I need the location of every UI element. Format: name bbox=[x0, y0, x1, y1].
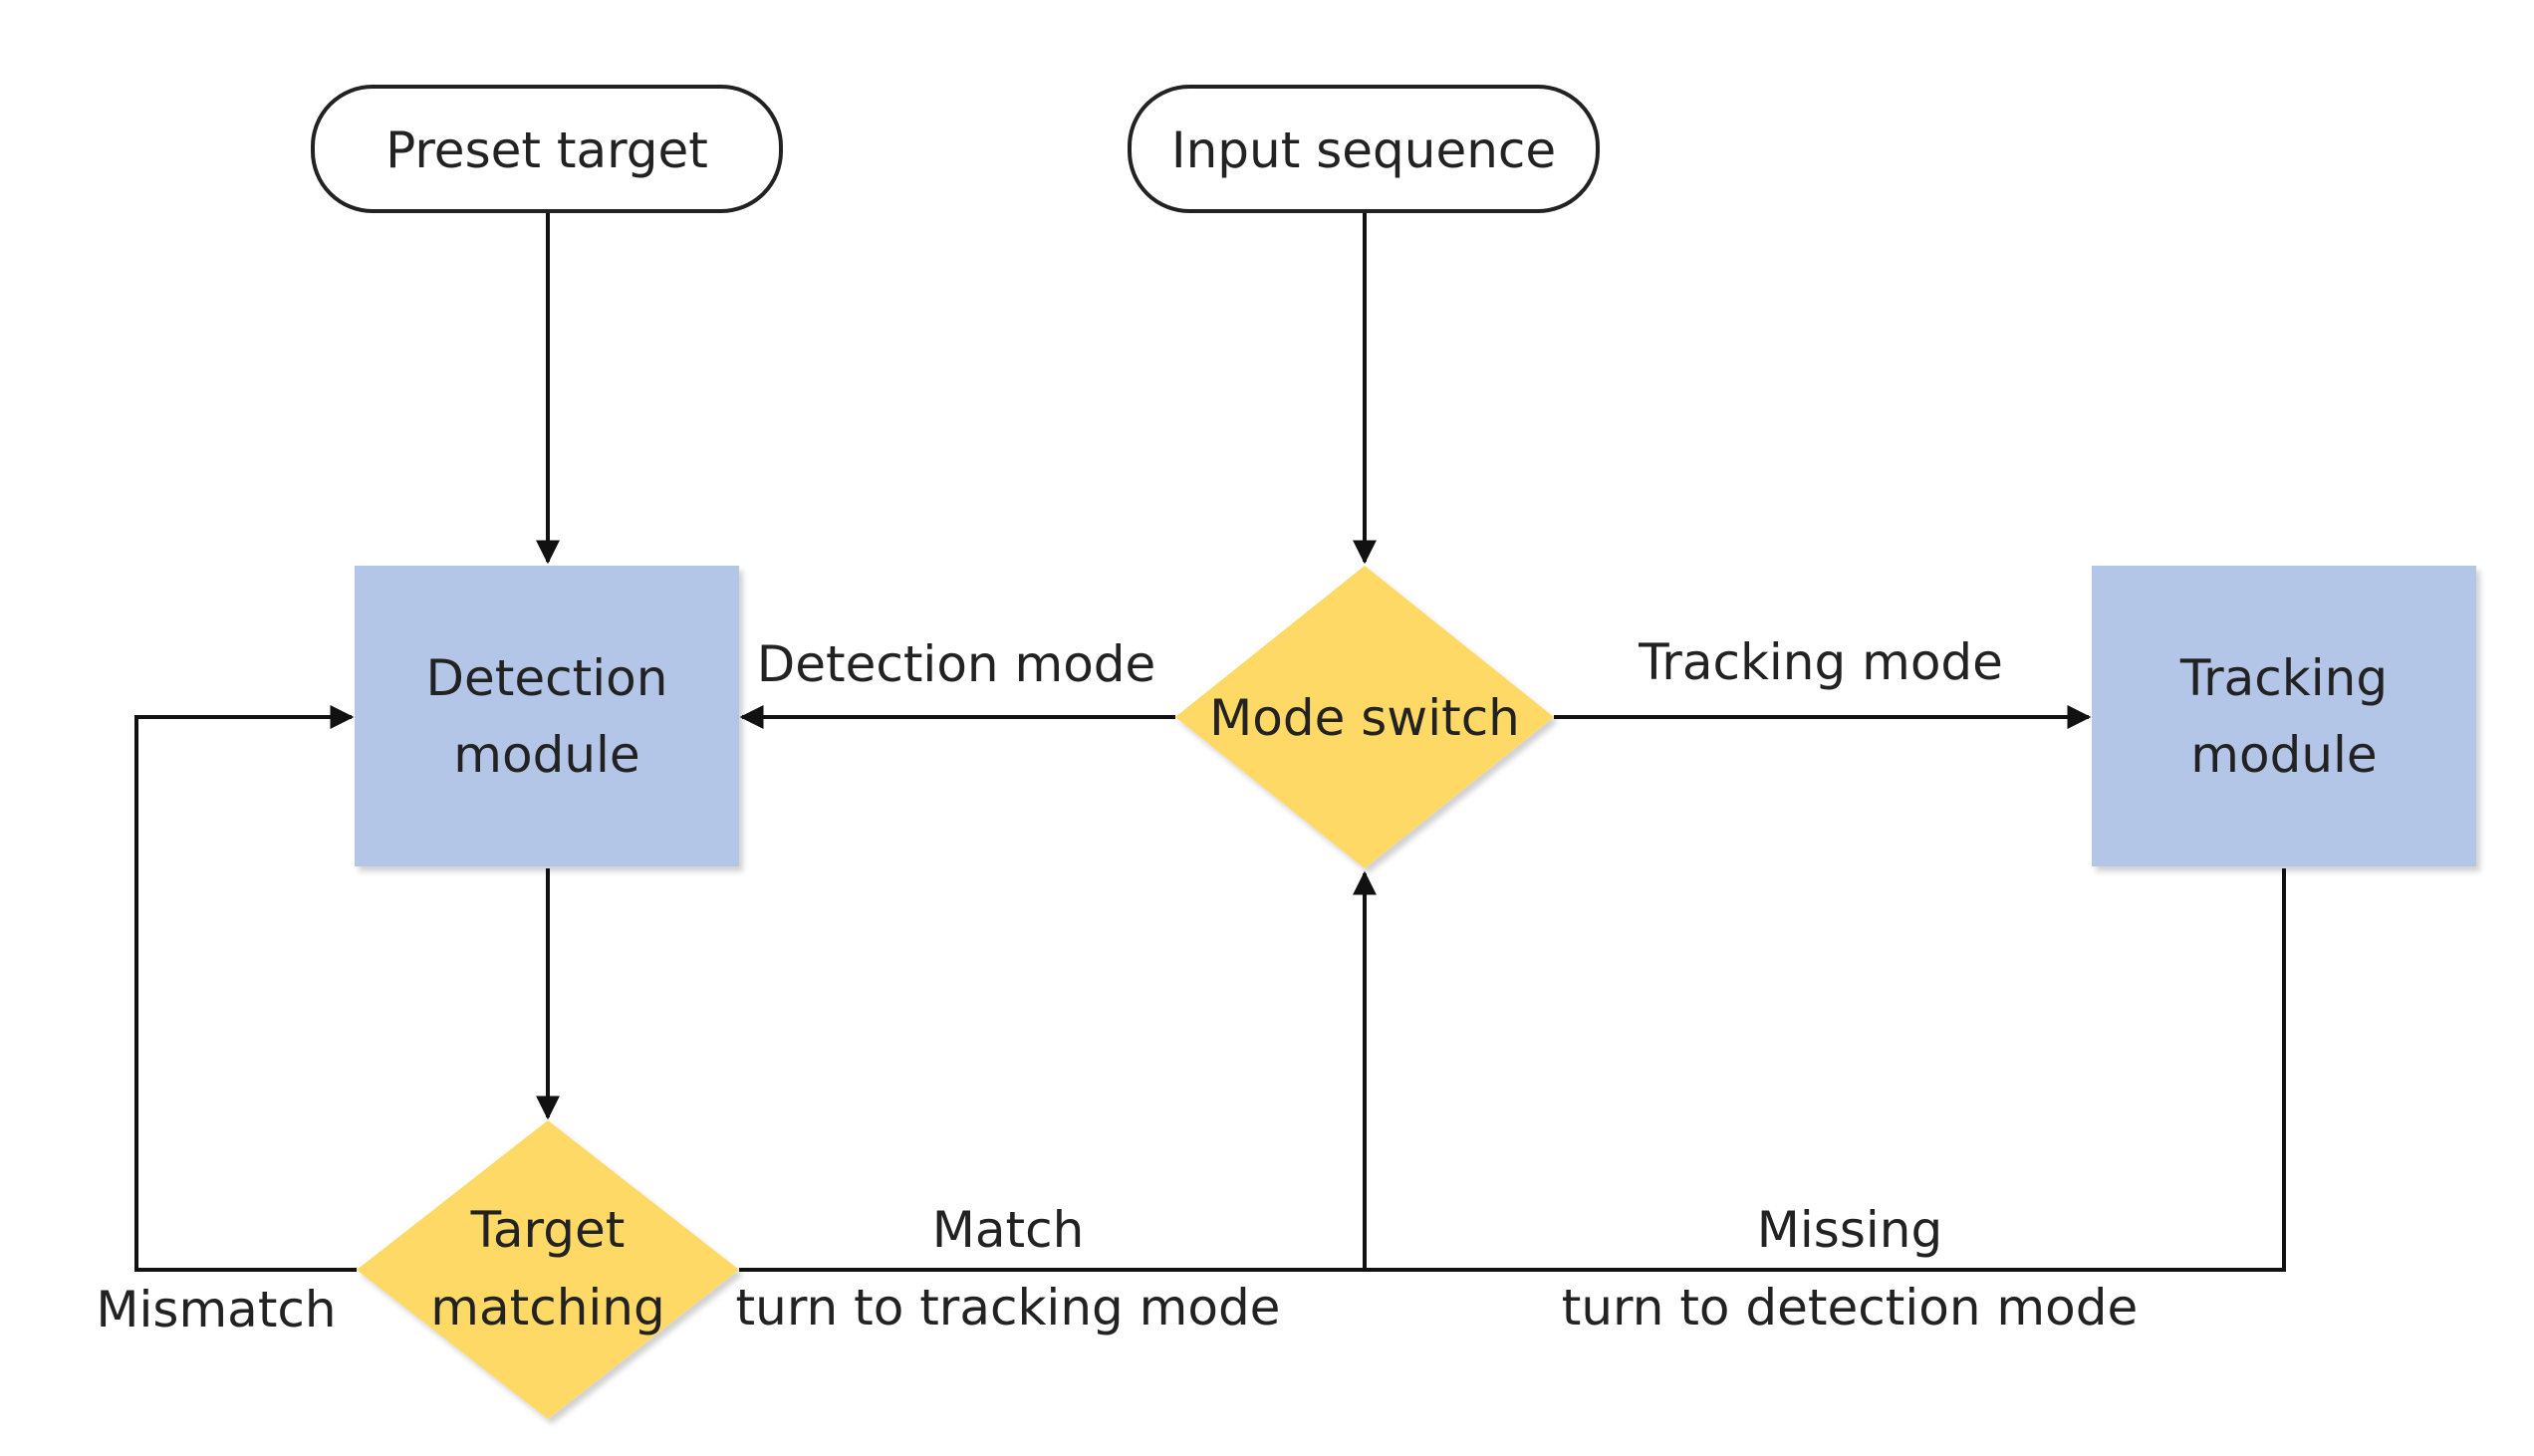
node-tracking-module: Tracking module bbox=[2092, 566, 2476, 866]
preset-target-label: Preset target bbox=[385, 121, 708, 179]
edge-label-missing-detail: turn to detection mode bbox=[1562, 1279, 2138, 1336]
edge-label-detection-mode: Detection mode bbox=[757, 635, 1156, 693]
target-matching-line1: Target bbox=[470, 1201, 626, 1259]
mode-switch-label: Mode switch bbox=[1209, 689, 1520, 747]
edge-label-match: Match bbox=[932, 1201, 1085, 1259]
detection-module-line1: Detection bbox=[426, 649, 668, 707]
node-preset-target: Preset target bbox=[311, 85, 783, 213]
edge-label-match-detail: turn to tracking mode bbox=[736, 1279, 1281, 1336]
edge-label-mismatch: Mismatch bbox=[96, 1281, 336, 1338]
node-target-matching: Target matching bbox=[357, 1120, 739, 1419]
edge-tracking-to-junction bbox=[1365, 868, 2286, 1272]
input-sequence-label: Input sequence bbox=[1171, 121, 1556, 179]
detection-module-line2: module bbox=[453, 726, 639, 784]
node-detection-module: Detection module bbox=[355, 566, 739, 866]
target-matching-line2: matching bbox=[430, 1279, 664, 1336]
tracking-module-line2: module bbox=[2190, 726, 2377, 784]
edge-mismatch-loop bbox=[134, 705, 357, 1272]
edge-label-missing: Missing bbox=[1757, 1201, 1942, 1259]
node-input-sequence: Input sequence bbox=[1128, 85, 1600, 213]
edge-label-tracking-mode: Tracking mode bbox=[1638, 633, 2003, 691]
node-mode-switch: Mode switch bbox=[1175, 566, 1554, 868]
tracking-module-line1: Tracking bbox=[2179, 649, 2388, 707]
